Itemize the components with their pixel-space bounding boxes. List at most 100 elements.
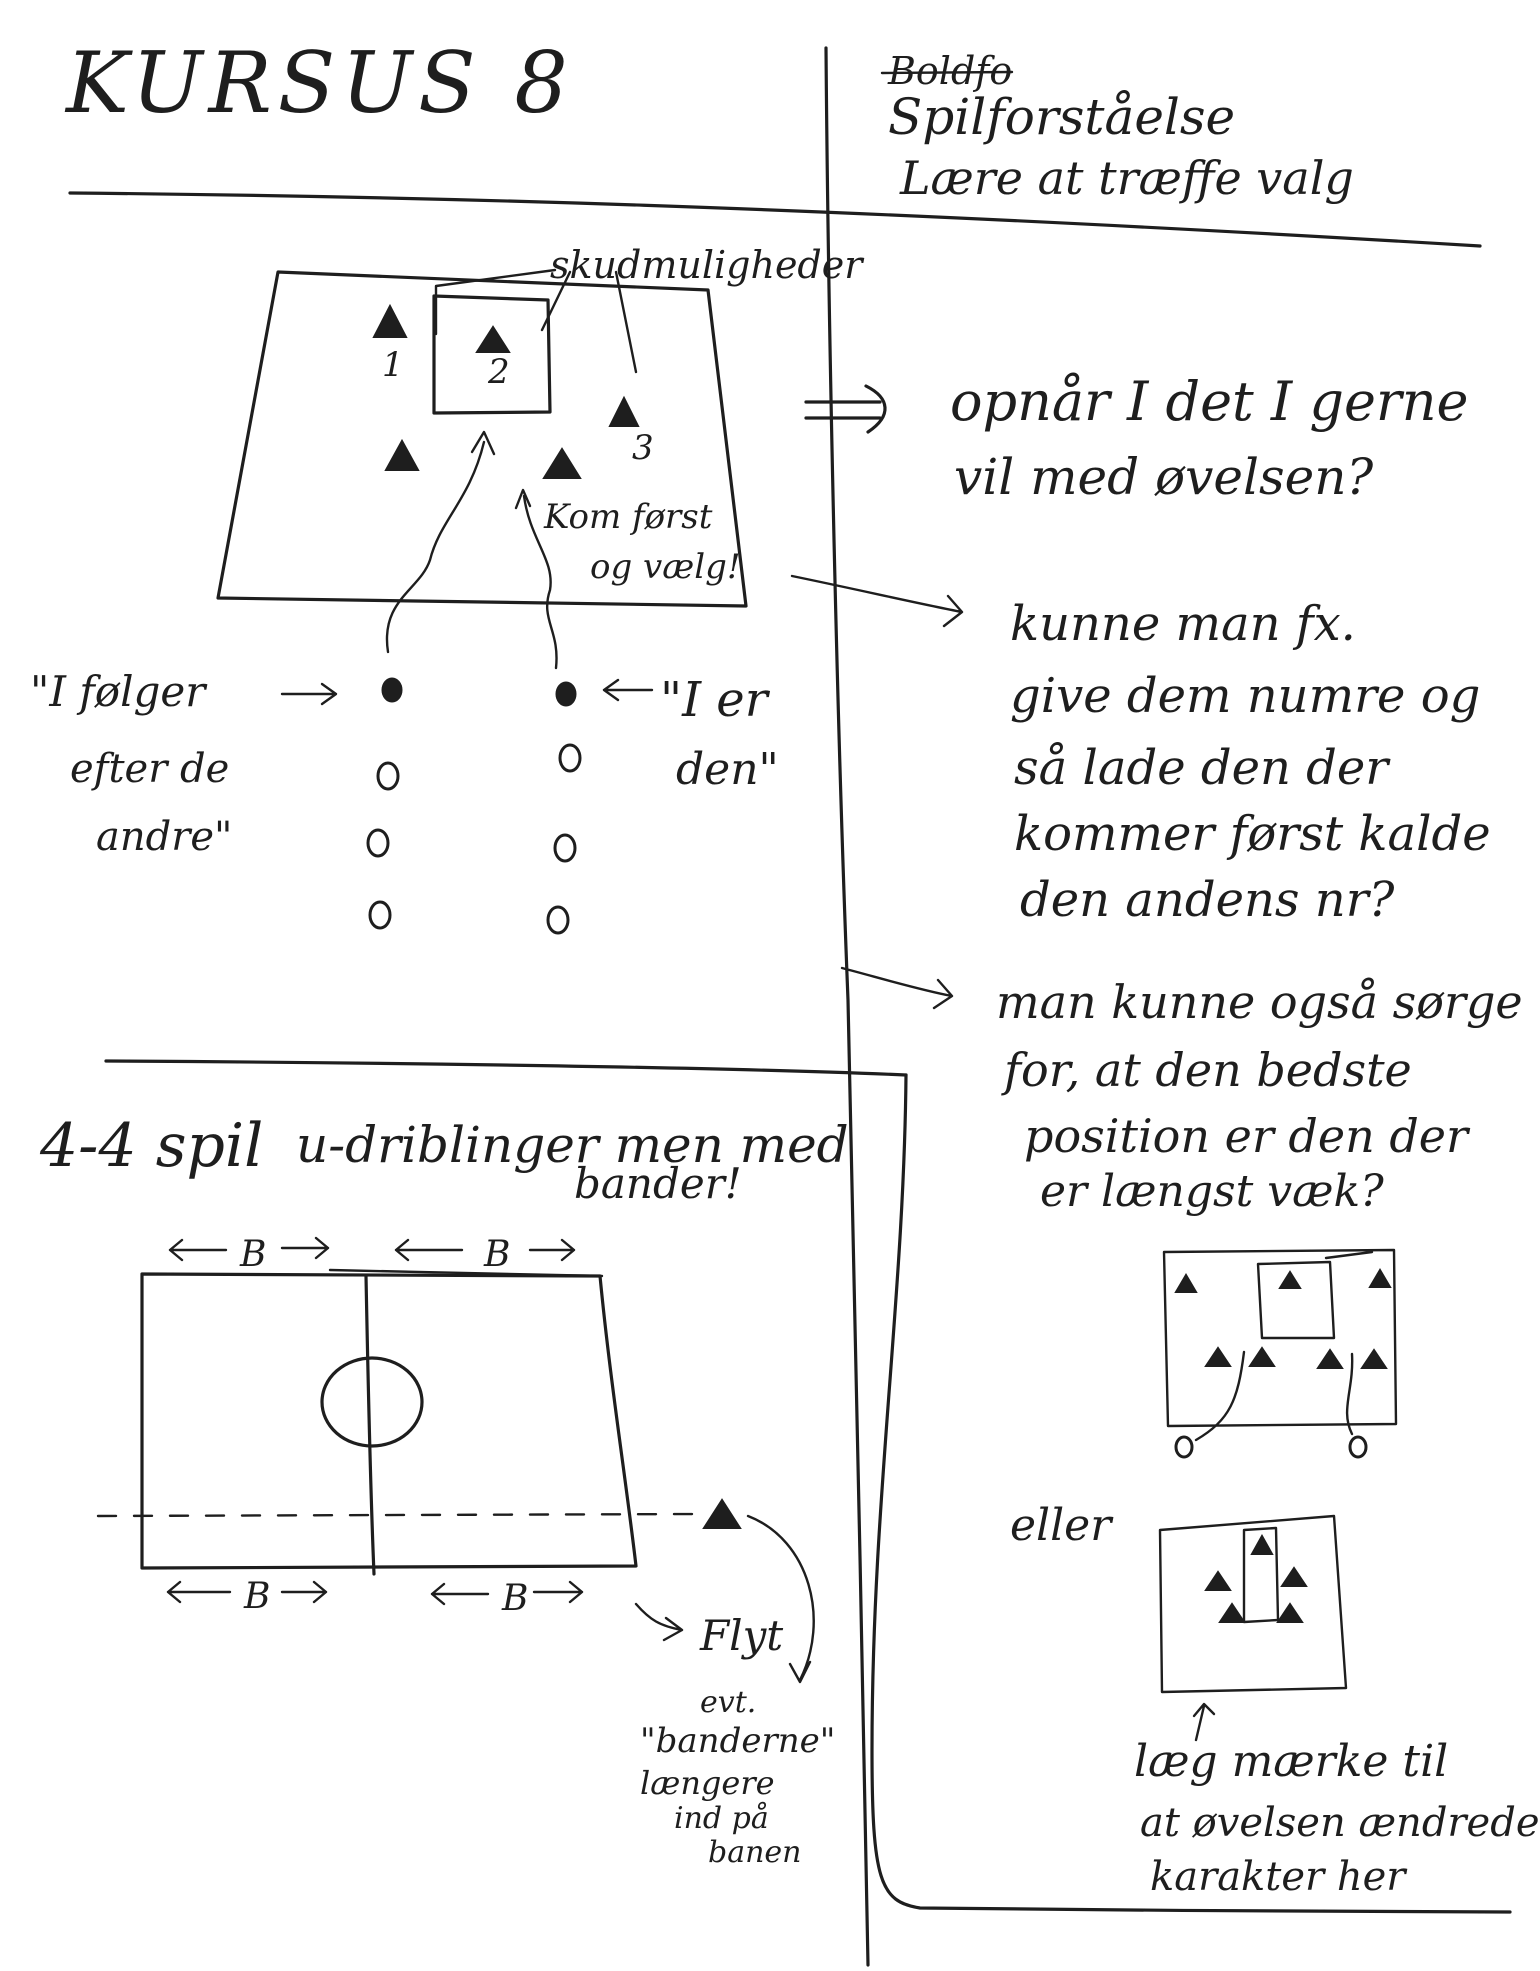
page-title: KURSUS 8	[64, 34, 574, 132]
question2-line-2: give dem numre og	[1010, 668, 1480, 724]
cone-5	[542, 447, 582, 479]
mini-b-cone-3	[1280, 1566, 1308, 1587]
move-cone	[702, 1498, 742, 1529]
header-divider	[68, 191, 1482, 248]
player-right-3	[553, 833, 577, 863]
arrow-to-question3	[840, 966, 954, 1010]
center-circle	[320, 1356, 424, 1448]
cone-4	[384, 438, 420, 471]
vertical-divider	[824, 46, 870, 1967]
pitch-top-board	[328, 1268, 604, 1278]
move-note-line-1: evt.	[700, 1685, 756, 1720]
exercise2-subtitle-line-1: u-driblinger men med	[296, 1116, 849, 1174]
move-small-arrow	[634, 1602, 684, 1642]
cone-number-2: 2	[487, 352, 510, 392]
question1-line-1: opnår I det I gerne	[950, 370, 1468, 433]
mini-a-cone-4	[1204, 1346, 1232, 1367]
it-arrow	[602, 678, 654, 702]
mini-a-cone-3	[1368, 1268, 1392, 1288]
question2-line-4: kommer først kalde	[1014, 806, 1491, 862]
question3-line-3: position er den der	[1024, 1109, 1471, 1163]
board-arrow-bottom-left	[166, 1580, 328, 1604]
move-label: Flyt	[699, 1611, 783, 1660]
mini-field-b	[1158, 1514, 1348, 1694]
run-arrowhead-right	[514, 488, 532, 510]
mini-a-run-1	[1194, 1350, 1246, 1442]
mini-goal-a-outer	[1324, 1250, 1374, 1260]
mini-a-cone-2	[1278, 1270, 1302, 1289]
mini-a-cone-1	[1174, 1273, 1198, 1293]
player-right-2	[558, 743, 582, 773]
mini-a-cone-5	[1248, 1346, 1276, 1367]
board-label-top-left: B	[239, 1234, 266, 1275]
strike-line	[880, 70, 1014, 75]
cone-3	[608, 395, 640, 427]
mini-a-cone-6	[1316, 1348, 1344, 1369]
pitch-outline	[140, 1272, 638, 1570]
player-left-4	[368, 900, 392, 930]
mini-b-cone-2	[1204, 1570, 1232, 1591]
mini-field-a	[1162, 1248, 1398, 1428]
player-right-1	[555, 681, 577, 707]
or-label: eller	[1010, 1500, 1114, 1551]
move-note-line-2: "banderne"	[640, 1721, 835, 1761]
board-arrow-bottom-right	[430, 1580, 584, 1606]
follow-quote-line-1: "I følger	[30, 667, 208, 716]
mini-a-run-2	[1345, 1352, 1354, 1436]
note-line-1: læg mærke til	[1134, 1736, 1448, 1787]
bottom-bracket	[870, 1073, 1512, 1914]
come-first-line-1: Kom først	[543, 497, 713, 537]
board-label-bottom-right: B	[501, 1578, 528, 1619]
topic-line-1: Spilforståelse	[888, 88, 1235, 146]
question2-line-3: så lade den der	[1014, 740, 1391, 796]
it-quote-line-1: "I er	[660, 672, 771, 728]
player-left-3	[366, 828, 390, 858]
player-left-2	[376, 761, 400, 791]
run-arrowhead-left	[470, 430, 496, 456]
mini-b-cone-1	[1250, 1533, 1274, 1555]
move-curve-arrow	[746, 1514, 815, 1684]
cone-number-3: 3	[632, 428, 654, 468]
question2-line-5: den andens nr?	[1020, 872, 1395, 928]
mini-goal-a	[1256, 1260, 1336, 1340]
dashed-line	[96, 1512, 704, 1518]
mini-a-player-1	[1174, 1435, 1194, 1459]
arrow-to-question2	[790, 574, 964, 628]
follow-quote-line-3: andre"	[96, 814, 232, 860]
halfway-line	[364, 1274, 376, 1576]
note-line-2: at øvelsen ændrede	[1140, 1800, 1540, 1846]
question3-line-1: man kunne også sørge	[996, 975, 1523, 1029]
shot-options-label: skudmuligheder	[550, 243, 865, 287]
cone-1	[372, 303, 408, 338]
cone-number-1: 1	[382, 345, 404, 385]
cone-2	[475, 325, 511, 353]
question3-line-2: for, at den bedste	[1001, 1043, 1412, 1097]
pointer-line-2	[540, 270, 572, 332]
move-note-line-3: længere	[640, 1764, 775, 1802]
mini-b-cone-4	[1218, 1602, 1246, 1623]
pointer-line-3	[614, 270, 638, 374]
follow-quote-line-2: efter de	[70, 746, 229, 792]
board-label-top-right: B	[483, 1234, 510, 1275]
run-arrow-left	[385, 440, 486, 654]
question2-line-1: kunne man fx.	[1010, 596, 1356, 652]
player-left-1	[381, 677, 403, 703]
board-arrow-top-left	[168, 1236, 330, 1262]
come-first-line-2: og vælg!	[590, 547, 741, 587]
topic-line-2: Lære at træffe valg	[899, 151, 1354, 205]
board-arrow-top-right	[394, 1238, 576, 1262]
implies-arrow	[804, 384, 887, 434]
note-arrow	[1192, 1702, 1216, 1742]
player-right-4	[546, 905, 570, 935]
mini-a-player-2	[1348, 1435, 1368, 1459]
question3-line-4: er længst væk?	[1040, 1166, 1384, 1217]
move-note-line-5: banen	[708, 1835, 802, 1870]
it-quote-line-2: den"	[676, 744, 779, 795]
mini-a-cone-7	[1360, 1348, 1388, 1369]
pointer-line-1	[434, 268, 557, 336]
exercise2-subtitle-line-2: bander!	[574, 1159, 742, 1208]
mini-goal-b	[1242, 1526, 1280, 1624]
move-note-line-4: ind på	[674, 1801, 769, 1836]
